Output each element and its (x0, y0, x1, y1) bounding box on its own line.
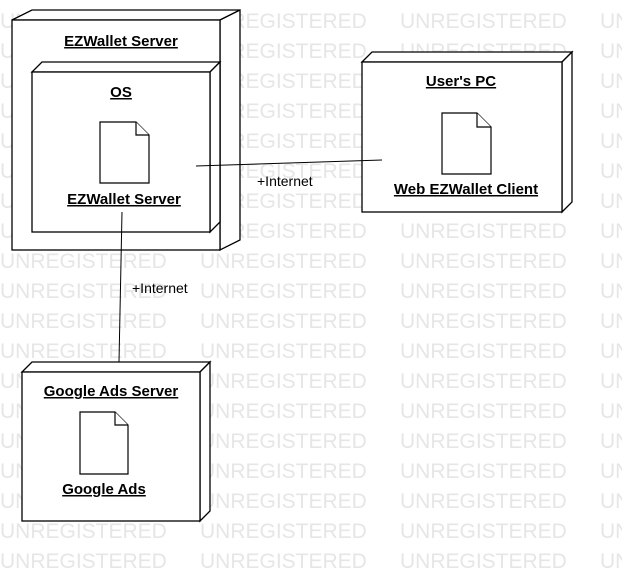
watermark-text: UNREGISTERED (600, 490, 622, 513)
connection-os-to-google-ads[interactable]: +Internet (118, 211, 188, 363)
watermark-text: UNREGISTERED (600, 460, 622, 483)
artifact-label: Google Ads (62, 481, 146, 498)
node-side-face (209, 60, 221, 234)
watermark-text: UNREGISTERED (400, 520, 567, 543)
watermark-text: UNREGISTERED (600, 10, 622, 33)
watermark-text: UNREGISTERED (600, 520, 622, 543)
node-top-face (11, 9, 241, 21)
watermark-text: UNREGISTERED (200, 100, 367, 123)
artifact-google-ads[interactable]: Google Ads (62, 411, 146, 498)
watermark-text: UNREGISTERED (400, 460, 567, 483)
watermark-text: UNREGISTERED (0, 520, 167, 543)
watermark-text: UNREGISTERED (200, 550, 367, 572)
watermark-text: UNREGISTERED (200, 130, 367, 153)
watermark-text: UNREGISTERED (0, 280, 167, 303)
watermark-text: UNREGISTERED (600, 280, 622, 303)
watermark-text: UNREGISTERED (600, 550, 622, 572)
document-icon (441, 112, 492, 175)
watermark-text: UNREGISTERED (200, 70, 367, 93)
watermark-text: UNREGISTERED (200, 160, 367, 183)
watermark-text: UNREGISTERED (400, 490, 567, 513)
connection-os-to-users-pc[interactable]: +Internet (195, 159, 383, 189)
watermark-text: UNREGISTERED (600, 250, 622, 273)
watermark-text: UNREGISTERED (200, 490, 367, 513)
node-os[interactable]: OS EZWallet Server (30, 60, 222, 234)
node-side-face (219, 8, 241, 252)
watermark-text: UNREGISTERED (200, 190, 367, 213)
node-top-face (30, 61, 222, 73)
document-fold (135, 122, 149, 136)
node-side-face (199, 360, 211, 523)
watermark-text: UNREGISTERED (600, 100, 622, 123)
watermark-text: UNREGISTERED (600, 130, 622, 153)
watermark-text: UNREGISTERED (200, 520, 367, 543)
node-ezwallet-server[interactable]: EZWallet Server OS EZWallet Server (11, 8, 241, 252)
watermark-text: UNREGISTERED (600, 70, 622, 93)
watermark-text: UNREGISTERED (400, 220, 567, 243)
artifact-web-ezwallet-client[interactable]: Web EZWallet Client (394, 112, 538, 198)
watermark-text: UNREGISTERED (600, 160, 622, 183)
watermark-text: UNREGISTERED (0, 550, 167, 572)
watermark-text: UNREGISTERED (200, 280, 367, 303)
watermark-text: UNREGISTERED (400, 400, 567, 423)
document-fold (476, 113, 491, 128)
connection-label: +Internet (257, 173, 313, 189)
watermark-text: UNREGISTERED (400, 280, 567, 303)
watermark-text: UNREGISTERED (600, 400, 622, 423)
document-icon (99, 121, 150, 184)
node-top-face (20, 361, 212, 373)
node-label: Google Ads Server (44, 383, 179, 400)
watermark-text: UNREGISTERED (400, 550, 567, 572)
watermark-text: UNREGISTERED (200, 310, 367, 333)
node-google-ads-server[interactable]: Google Ads Server Google Ads (20, 360, 212, 523)
node-users-pc[interactable]: User's PC Web EZWallet Client (360, 50, 574, 214)
watermark-text: UNREGISTERED (600, 310, 622, 333)
watermark-text: UNREGISTERED (400, 310, 567, 333)
watermark-text: UNREGISTERED (0, 250, 167, 273)
watermark-text: UNREGISTERED (600, 190, 622, 213)
watermark-text: UNREGISTERED (400, 430, 567, 453)
connection-line (118, 211, 123, 363)
artifact-label: Web EZWallet Client (394, 181, 538, 198)
watermark-text: UNREGISTERED (200, 340, 367, 363)
watermark-text: UNREGISTERED (400, 250, 567, 273)
connection-line (195, 159, 383, 167)
watermark-text: UNREGISTERED (600, 220, 622, 243)
connection-label: +Internet (132, 280, 188, 296)
document-icon (79, 411, 129, 475)
watermark-text: UNREGISTERED (200, 10, 367, 33)
watermark-text: UNREGISTERED (400, 10, 567, 33)
watermark-text: UNREGISTERED (400, 340, 567, 363)
watermark-text: UNREGISTERED (600, 370, 622, 393)
node-label: OS (110, 84, 132, 101)
watermark-text: UNREGISTERED (200, 430, 367, 453)
node-side-face (561, 50, 573, 214)
watermark-text: UNREGISTERED (0, 310, 167, 333)
node-top-face (360, 51, 574, 63)
node-label: EZWallet Server (64, 33, 178, 50)
watermark-text: UNREGISTERED (200, 370, 367, 393)
artifact-ezwallet-server[interactable]: EZWallet Server (67, 121, 181, 208)
watermark-text: UNREGISTERED (0, 340, 167, 363)
watermark-text: UNREGISTERED (200, 250, 367, 273)
watermark-text: UNREGISTERED (600, 40, 622, 63)
watermark-text: UNREGISTERED (600, 430, 622, 453)
node-label: User's PC (426, 73, 496, 90)
watermark-text: UNREGISTERED (200, 400, 367, 423)
watermark-text: UNREGISTERED (400, 370, 567, 393)
watermark-text: UNREGISTERED (200, 460, 367, 483)
artifact-label: EZWallet Server (67, 191, 181, 208)
watermark-text: UNREGISTERED (200, 40, 367, 63)
watermark-text: UNREGISTERED (200, 220, 367, 243)
document-fold (114, 412, 128, 426)
watermark-text: UNREGISTERED (600, 340, 622, 363)
